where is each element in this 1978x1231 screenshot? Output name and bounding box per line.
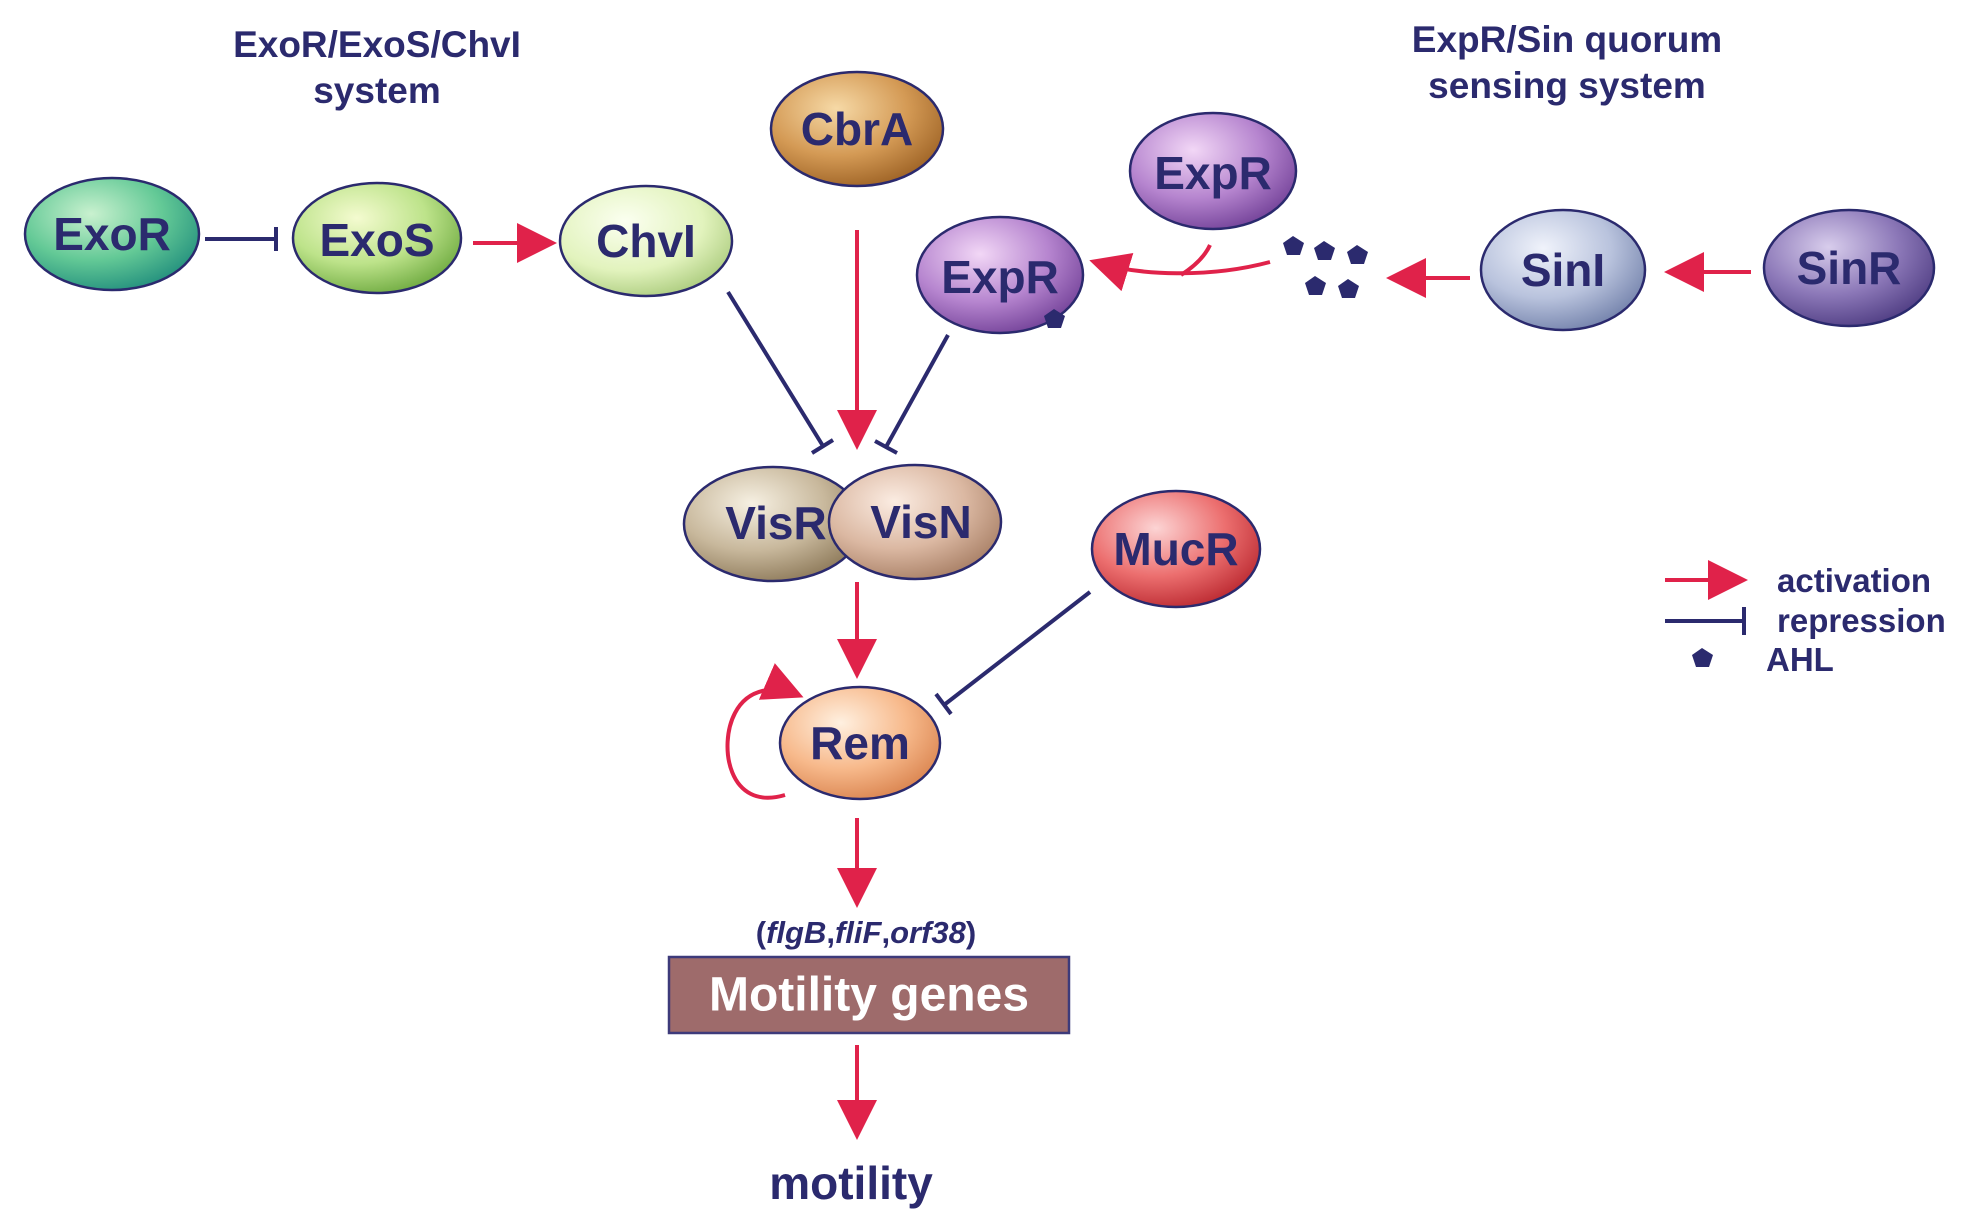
node-visr-label: VisR	[725, 497, 826, 549]
node-sinr-label: SinR	[1797, 242, 1902, 294]
mucr-represses-rem-line	[942, 590, 1092, 707]
gene-list-open: (	[756, 915, 767, 950]
node-exor-label: ExoR	[53, 208, 171, 260]
gene-orf38: orf38	[890, 915, 967, 950]
node-exos: ExoS	[291, 181, 463, 295]
left-system-title-line1: ExoR/ExoS/ChvI	[233, 24, 521, 65]
node-visn-label: VisN	[870, 496, 971, 548]
node-cbra-label: CbrA	[801, 103, 913, 155]
gene-flif: fliF	[835, 915, 883, 950]
expr-represses-visrn-line	[884, 334, 950, 448]
rem-autoactivation-loop	[725, 663, 804, 800]
legend-activation-label: activation	[1777, 562, 1931, 599]
right-system-title-line1: ExpR/Sin quorum	[1412, 19, 1722, 60]
legend-repression-label: repression	[1777, 602, 1946, 639]
chvi-represses-visrn-line	[726, 290, 825, 448]
node-expr-bound-label: ExpR	[941, 251, 1059, 303]
legend-ahl-icon	[1692, 648, 1713, 667]
bound-ahl-icon	[1044, 309, 1065, 328]
ahl-binds-expr-arrow	[1089, 252, 1271, 292]
gene-list-sep2: ,	[881, 915, 890, 950]
node-expr-free-label: ExpR	[1154, 147, 1272, 199]
left-system-title-line2: system	[313, 70, 441, 111]
expr-represses-visrn-bar	[874, 439, 898, 455]
expr-binding-branch	[1179, 244, 1212, 277]
node-exor: ExoR	[23, 176, 201, 292]
chvi-represses-visrn-bar	[810, 438, 835, 455]
gene-list-close: )	[966, 915, 976, 950]
motility-outcome: motility	[769, 1157, 933, 1209]
legend-ahl-label: AHL	[1766, 641, 1834, 678]
node-sini: SinI	[1479, 208, 1647, 332]
motility-genes-box: Motility genes	[667, 955, 1071, 1035]
node-mucr: MucR	[1090, 489, 1262, 609]
node-expr-bound: ExpR	[915, 215, 1085, 335]
node-expr-free: ExpR	[1128, 111, 1298, 231]
ahl-molecule-cluster	[1283, 236, 1368, 298]
mucr-represses-rem-bar	[934, 692, 953, 716]
node-mucr-label: MucR	[1113, 523, 1238, 575]
node-sini-label: SinI	[1521, 244, 1605, 296]
node-rem: Rem	[778, 685, 942, 801]
node-chvi: ChvI	[558, 184, 734, 298]
node-exos-label: ExoS	[319, 214, 434, 266]
node-rem-label: Rem	[810, 717, 910, 769]
node-cbra: CbrA	[769, 70, 945, 188]
node-visn: VisN	[827, 463, 1003, 581]
legend: activation repression AHL	[1665, 560, 1946, 678]
motility-genes-label: Motility genes	[709, 969, 1029, 1022]
gene-flgb: flgB	[766, 915, 826, 950]
gene-list-sep1: ,	[826, 915, 835, 950]
gene-list: (flgB,fliF,orf38)	[756, 915, 976, 950]
node-chvi-label: ChvI	[596, 215, 696, 267]
node-sinr: SinR	[1762, 208, 1936, 328]
right-system-title-line2: sensing system	[1428, 65, 1706, 106]
